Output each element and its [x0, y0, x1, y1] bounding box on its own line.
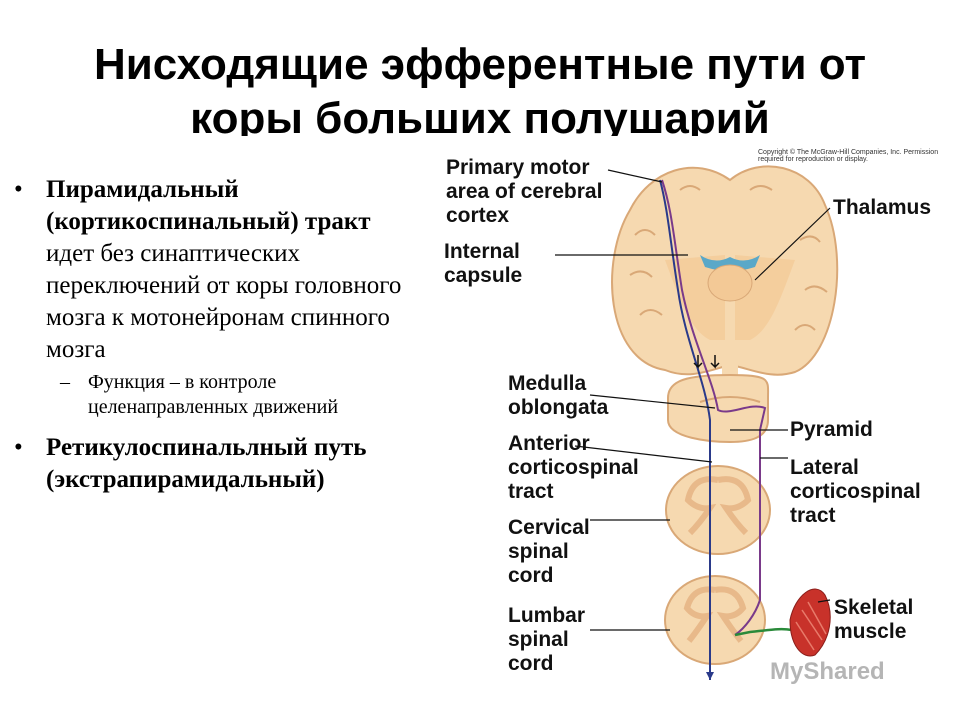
label-lateral-tract: Lateral corticospinal tract	[790, 456, 921, 527]
label-thalamus: Thalamus	[833, 196, 932, 219]
watermark: MyShared	[770, 658, 885, 685]
bullet-marker: •	[14, 434, 23, 461]
title-line-2: коры больших полушарий	[190, 94, 770, 136]
label-lumbar: Lumbar spinal cord	[508, 604, 586, 675]
function-text: Функция – в контроле целенаправленных дв…	[88, 371, 339, 418]
bullet-reticulospinal: • Ретикулоспинальлный путь (экстрапирами…	[14, 432, 414, 496]
label-pyramid: Pyramid	[790, 418, 873, 441]
sub-bullet-function: – Функция – в контроле целенаправленных …	[14, 370, 414, 420]
cervical-cord-section	[665, 465, 771, 555]
brain-section	[611, 165, 839, 376]
label-internal-capsule: Internal capsule	[444, 240, 523, 287]
bullet-pyramidal: • Пирамидальный (кортикоспинальный) трак…	[14, 174, 414, 366]
dash-marker: –	[60, 371, 70, 393]
skeletal-muscle-drawing	[789, 588, 831, 657]
corticospinal-tract-lines	[659, 179, 793, 680]
pyramidal-bold-text: Пирамидальный (кортикоспинальный) тракт	[46, 176, 371, 235]
label-anterior-tract: Anterior corticospinal tract	[508, 432, 639, 503]
corticospinal-diagram: Copyright © The McGraw-Hill Companies, I…	[430, 140, 960, 720]
reticulospinal-bold-text: Ретикулоспинальлный путь (экстрапирамида…	[46, 434, 367, 493]
title-line-1: Нисходящие эфферентные пути от	[93, 40, 867, 89]
label-leader-lines	[555, 169, 831, 631]
label-cervical: Cervical spinal cord	[508, 516, 590, 587]
lumbar-cord-section	[664, 575, 766, 665]
copyright-note: Copyright © The McGraw-Hill Companies, I…	[758, 149, 939, 163]
label-primary-motor: Primary motor area of cerebral cortex	[446, 156, 603, 227]
diagram-drawing	[555, 165, 839, 680]
bullet-list: • Пирамидальный (кортикоспинальный) трак…	[14, 174, 414, 496]
label-skeletal-muscle: Skeletal muscle	[834, 596, 914, 643]
slide-title: Нисходящие эфферентные пути от коры боль…	[0, 38, 960, 136]
label-medulla: Medulla oblongata	[508, 372, 609, 419]
pyramidal-text: идет без синаптических переключений от к…	[46, 240, 402, 363]
bullet-marker: •	[14, 176, 23, 203]
